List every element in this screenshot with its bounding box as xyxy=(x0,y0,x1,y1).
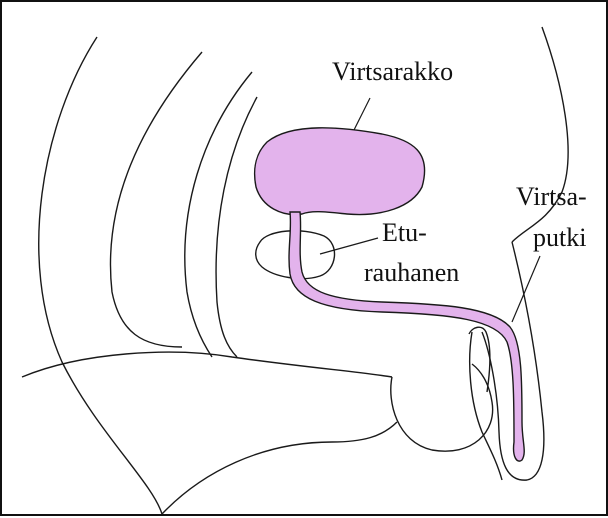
urethra-pointer xyxy=(512,256,540,322)
abdominal-wall-inner xyxy=(216,97,257,357)
prostate-label-line1: Etu- xyxy=(382,219,427,247)
bladder-shape xyxy=(255,128,425,215)
groin-outline xyxy=(162,422,397,514)
perineum-outline xyxy=(22,352,392,377)
sacrum-curve xyxy=(110,52,202,347)
urethra-label-line1: Virtsa- xyxy=(516,183,587,211)
bladder-pointer xyxy=(354,98,370,130)
urethra-label-line2: putki xyxy=(533,224,586,252)
bladder-label: Virtsarakko xyxy=(332,58,453,86)
body-outline-back xyxy=(39,37,162,514)
scrotum-outline xyxy=(391,364,493,451)
prostate-label-line2: rauhanen xyxy=(364,259,459,287)
